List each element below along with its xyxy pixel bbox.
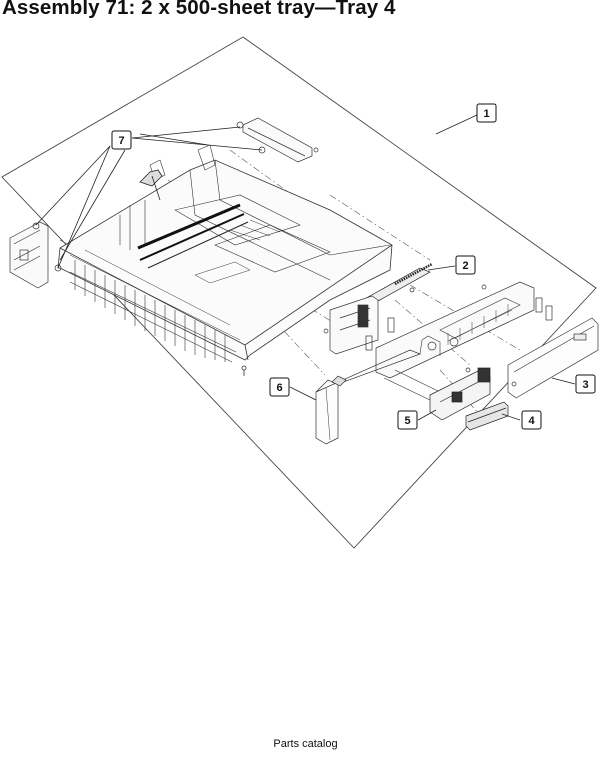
callout-leaders <box>35 114 576 421</box>
part-3-rear-cover <box>507 317 599 399</box>
rear-guide-frame <box>375 281 553 401</box>
page-title: Assembly 71: 2 x 500-sheet tray—Tray 4 <box>2 0 396 19</box>
side-guide <box>323 295 395 355</box>
callout-6: 6 <box>269 377 290 397</box>
callout-5: 5 <box>397 410 418 430</box>
callout-4: 4 <box>521 410 542 430</box>
left-bracket <box>9 221 62 289</box>
callout-7: 7 <box>111 130 132 150</box>
part-6-front-cover <box>315 335 441 445</box>
footer-label: Parts catalog <box>273 738 338 750</box>
callout-2: 2 <box>455 255 476 275</box>
callout-3: 3 <box>575 374 596 394</box>
callout-label: 6 <box>276 382 282 394</box>
callout-label: 4 <box>528 415 535 427</box>
pick-lever <box>139 169 163 201</box>
callout-label: 1 <box>483 108 489 120</box>
tray-frame <box>57 144 393 376</box>
callout-1: 1 <box>476 103 497 123</box>
callout-label: 2 <box>462 260 468 272</box>
callout-label: 5 <box>404 415 410 427</box>
part-5-handle-bracket <box>429 367 491 421</box>
assembly-boundary <box>1 36 597 549</box>
callout-label: 3 <box>582 379 588 391</box>
top-bracket <box>236 117 319 163</box>
callout-label: 7 <box>118 135 124 147</box>
